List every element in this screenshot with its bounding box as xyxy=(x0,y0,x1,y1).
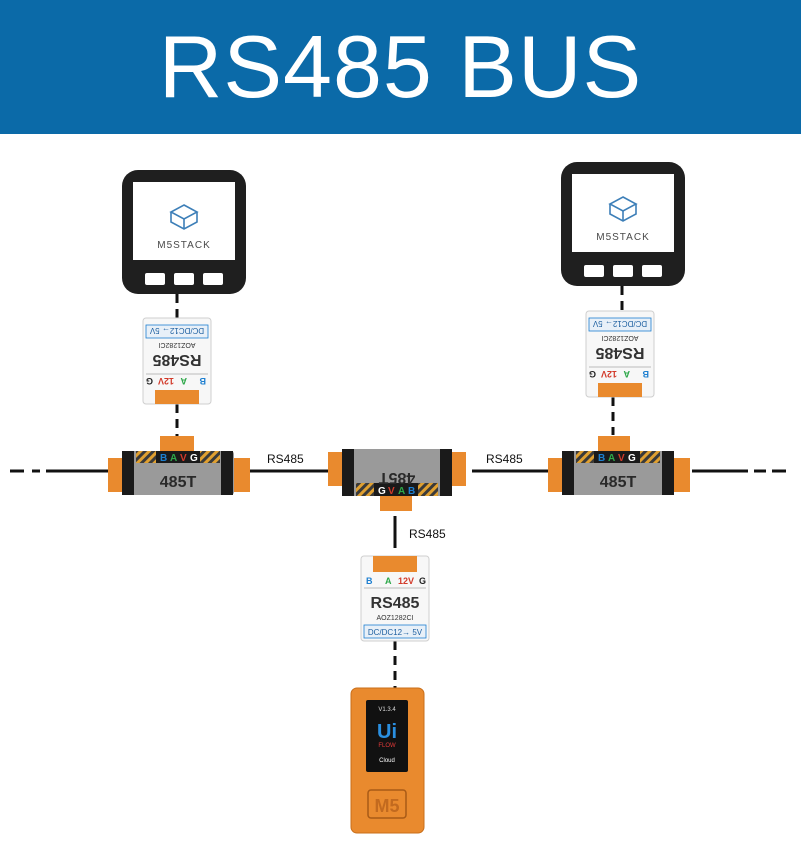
module-name: RS485 xyxy=(595,344,644,361)
brand-label: M5STACK xyxy=(596,232,650,243)
pin-b: B xyxy=(366,576,373,586)
pin-a: A xyxy=(623,369,630,379)
bus-label-right: RS485 xyxy=(486,452,523,466)
chip-label: AOZ1282CI xyxy=(377,615,414,622)
pin-v: V xyxy=(180,453,187,464)
cloud-label: Cloud xyxy=(379,758,395,764)
rs485-module-bottom: B A 12V G RS485 AOZ1282CI DC/DC12→ 5V xyxy=(360,555,430,642)
pin-b: B xyxy=(199,376,206,386)
pin-g: G xyxy=(190,453,198,464)
pin-g: G xyxy=(628,453,636,464)
m5stack-core-left: M5STACK xyxy=(122,170,246,294)
pin-g: G xyxy=(378,486,386,497)
pin-g: G xyxy=(589,369,596,379)
pin-a: A xyxy=(385,576,392,586)
stick-screen xyxy=(366,700,408,772)
pin-b: B xyxy=(160,453,167,464)
page-title: RS485 BUS xyxy=(158,17,643,116)
pin-12v: 12V xyxy=(398,576,414,586)
button-c[interactable] xyxy=(642,265,662,277)
button-a[interactable] xyxy=(145,273,165,285)
m5-logo-icon[interactable]: M5 xyxy=(374,796,399,816)
rs485-module-right: B A 12V G RS485 AOZ1282CI DC/DC12→ 5V xyxy=(585,310,655,398)
button-c[interactable] xyxy=(203,273,223,285)
m5stickc-device: V1.3.4 Ui FLOW Cloud M5 xyxy=(350,687,425,834)
version-label: V1.3.4 xyxy=(378,707,396,713)
module-footer: DC/DC12→ 5V xyxy=(149,326,204,335)
flow-label: FLOW xyxy=(378,743,396,749)
button-b[interactable] xyxy=(174,273,194,285)
pin-a: A xyxy=(170,453,177,464)
hub-label: 485T xyxy=(600,474,637,491)
button-b[interactable] xyxy=(613,265,633,277)
pin-a: A xyxy=(608,453,615,464)
chip-label: AOZ1282CI xyxy=(601,334,638,341)
bus-label-down: RS485 xyxy=(409,527,446,541)
hub-label: 485T xyxy=(379,469,416,486)
title-banner: RS485 BUS xyxy=(0,0,801,134)
hub-485t-center: G V A B 485T xyxy=(328,449,466,511)
hub-label: 485T xyxy=(160,474,197,491)
pin-12v: 12V xyxy=(601,369,617,379)
hub-485t-right: B A V G 485T xyxy=(548,436,690,495)
pin-12v: 12V xyxy=(158,376,174,386)
pin-b: B xyxy=(642,369,649,379)
chip-label: AOZ1282CI xyxy=(158,341,195,348)
pin-v: V xyxy=(618,453,625,464)
module-name: RS485 xyxy=(152,351,201,368)
m5stack-logo-icon xyxy=(169,204,199,230)
module-footer: DC/DC12→ 5V xyxy=(592,319,647,328)
uiflow-logo-icon: Ui xyxy=(377,721,397,743)
module-name: RS485 xyxy=(371,595,420,612)
module-footer: DC/DC12→ 5V xyxy=(368,628,423,637)
rs485-module-left: B A 12V G RS485 AOZ1282CI DC/DC12→ 5V xyxy=(142,317,212,405)
pin-a: A xyxy=(180,376,187,386)
m5stack-core-right: M5STACK xyxy=(561,162,685,286)
pin-v: V xyxy=(388,486,395,497)
pin-b: B xyxy=(598,453,605,464)
hub-485t-left: B A V G 485T xyxy=(108,436,250,495)
bus-label-left: RS485 xyxy=(267,452,304,466)
pin-a: A xyxy=(398,486,405,497)
pin-g: G xyxy=(419,576,426,586)
pin-b: B xyxy=(408,486,415,497)
pin-g: G xyxy=(146,376,153,386)
button-a[interactable] xyxy=(584,265,604,277)
m5stack-logo-icon xyxy=(608,196,638,222)
brand-label: M5STACK xyxy=(157,240,211,251)
